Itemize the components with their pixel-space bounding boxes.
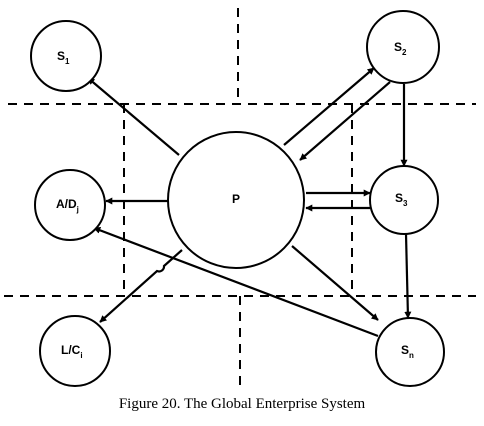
edge-s3-to-sn <box>404 233 412 319</box>
node-s3: S3 <box>369 165 439 235</box>
node-lc: L/Ci <box>39 315 111 387</box>
node-s3-label: S3 <box>395 191 408 208</box>
node-p: P <box>167 131 305 269</box>
node-lc-label: L/Ci <box>61 343 83 360</box>
node-s1-label: S1 <box>57 49 70 66</box>
figure-caption: Figure 20. The Global Enterprise System <box>118 396 366 412</box>
node-p-label: P <box>232 192 240 206</box>
edges <box>87 67 412 338</box>
node-ad: A/Dj <box>34 169 106 241</box>
node-ad-label: A/Dj <box>56 197 79 214</box>
edge-p-to-s1 <box>87 77 180 156</box>
node-sn-label: Sn <box>401 343 414 360</box>
node-s2: S2 <box>366 10 440 84</box>
edge-sn-to-ad <box>93 226 379 338</box>
edge-p-to-s2 <box>283 67 375 146</box>
edge-p-to-sn <box>291 245 379 321</box>
node-s2-label: S2 <box>394 40 407 57</box>
node-sn: Sn <box>375 317 445 387</box>
edge-s2-to-p <box>299 81 391 161</box>
edge-p-to-lc <box>99 249 183 323</box>
node-s1: S1 <box>30 20 102 92</box>
